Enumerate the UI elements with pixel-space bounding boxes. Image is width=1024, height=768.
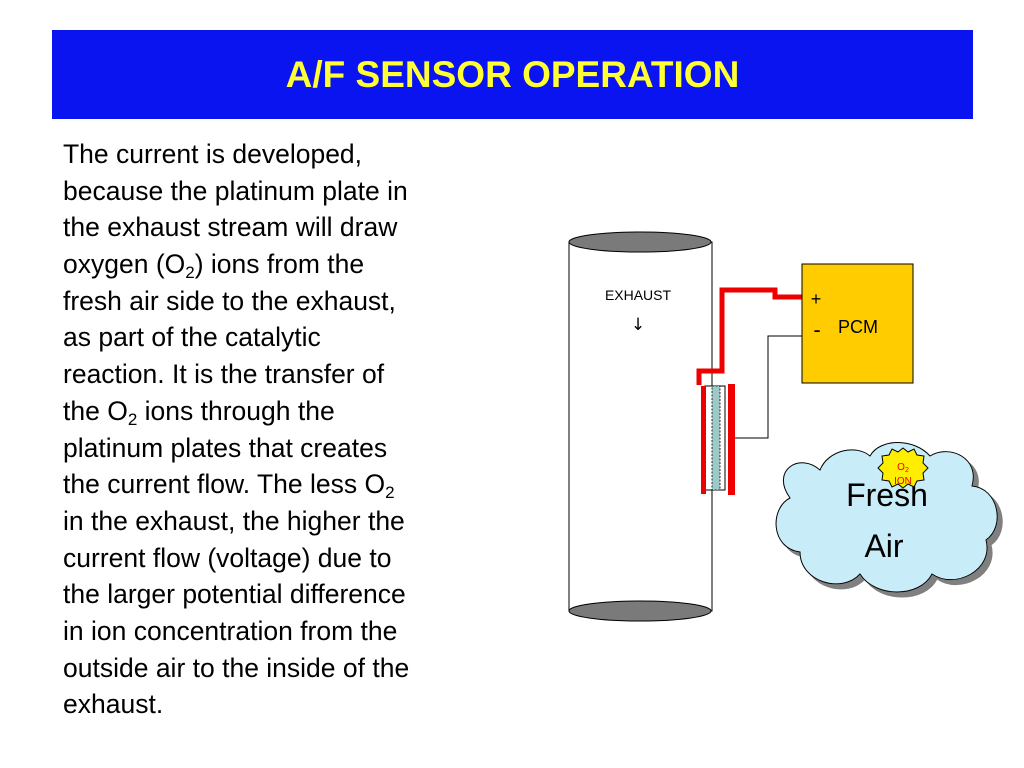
body-line: platinum plates that creates [63, 430, 513, 467]
title-bar: A/F SENSOR OPERATION [52, 30, 973, 119]
pcm-minus-terminal: - [813, 317, 820, 342]
subscript-2: 2 [385, 483, 395, 503]
exhaust-side-platinum-plate [701, 386, 706, 494]
body-text-segment: as part of the catalytic [63, 322, 321, 353]
o2-ion-text: ION [894, 476, 912, 487]
body-text-segment: ions through the [137, 395, 335, 426]
o2-ion-badge [877, 447, 929, 489]
body-text-segment: outside air to the inside of the [63, 652, 410, 683]
body-line: the current flow. The less O2 [63, 466, 513, 503]
body-text-segment: because the platinum plate in [63, 175, 408, 206]
body-paragraph: The current is developed, because the pla… [63, 136, 513, 723]
negative-wire [735, 335, 803, 439]
body-text-segment: in the exhaust, the higher the [63, 505, 405, 536]
pcm-box [801, 263, 914, 384]
body-line: current flow (voltage) due to [63, 540, 513, 577]
body-text-segment: the exhaust stream will draw [63, 212, 398, 243]
body-line: fresh air side to the exhaust, [63, 283, 513, 320]
body-line: the exhaust stream will draw [63, 209, 513, 246]
slide-title: A/F SENSOR OPERATION [285, 53, 740, 95]
sensor-electrolyte [711, 385, 721, 491]
body-line: reaction. It is the transfer of [63, 356, 513, 393]
body-line: oxygen (O2) ions from the [63, 246, 513, 283]
fresh-air-cloud [775, 442, 998, 593]
body-text-segment: ) ions from the [194, 249, 365, 280]
body-line: because the platinum plate in [63, 173, 513, 210]
body-text-segment: the O [63, 395, 128, 426]
exhaust-pipe-bottom [568, 600, 712, 622]
o2-ion-label: O2 [897, 462, 909, 474]
body-text-segment: the larger potential difference [63, 579, 406, 610]
body-text-segment: fresh air side to the exhaust, [63, 285, 396, 316]
fresh-air-label-line2: Air [864, 528, 903, 564]
body-text-segment: exhaust. [63, 689, 164, 720]
body-line: outside air to the inside of the [63, 650, 513, 687]
body-line: in ion concentration from the [63, 613, 513, 650]
body-line: exhaust. [63, 686, 513, 723]
exhaust-pipe-top [568, 231, 712, 253]
body-text-segment: in ion concentration from the [63, 615, 398, 646]
body-text-segment: platinum plates that creates [63, 432, 388, 463]
body-line: in the exhaust, the higher the [63, 503, 513, 540]
sensor-element [701, 384, 735, 495]
subscript-2: 2 [127, 409, 138, 429]
body-line: the O2 ions through the [63, 393, 513, 430]
body-line: as part of the catalytic [63, 319, 513, 356]
body-text-segment: The current is developed, [63, 139, 363, 169]
exhaust-pipe [568, 231, 713, 622]
air-side-platinum-plate [728, 384, 735, 495]
subscript-2: 2 [185, 263, 195, 283]
exhaust-flow-arrow-icon: ↓ [631, 315, 645, 335]
body-text-segment: oxygen (O [63, 249, 186, 280]
body-line: the larger potential difference [63, 576, 513, 613]
body-line: The current is developed, [63, 136, 513, 173]
pcm-plus-terminal: + [811, 289, 822, 309]
pcm-label: PCM [838, 317, 878, 337]
exhaust-pipe-body [568, 241, 713, 612]
exhaust-label: EXHAUST [605, 287, 672, 303]
body-text-segment: current flow (voltage) due to [63, 542, 392, 573]
body-text-segment: the current flow. The less O [63, 469, 386, 500]
positive-wire [696, 287, 803, 385]
body-text-segment: reaction. It is the transfer of [63, 359, 385, 390]
